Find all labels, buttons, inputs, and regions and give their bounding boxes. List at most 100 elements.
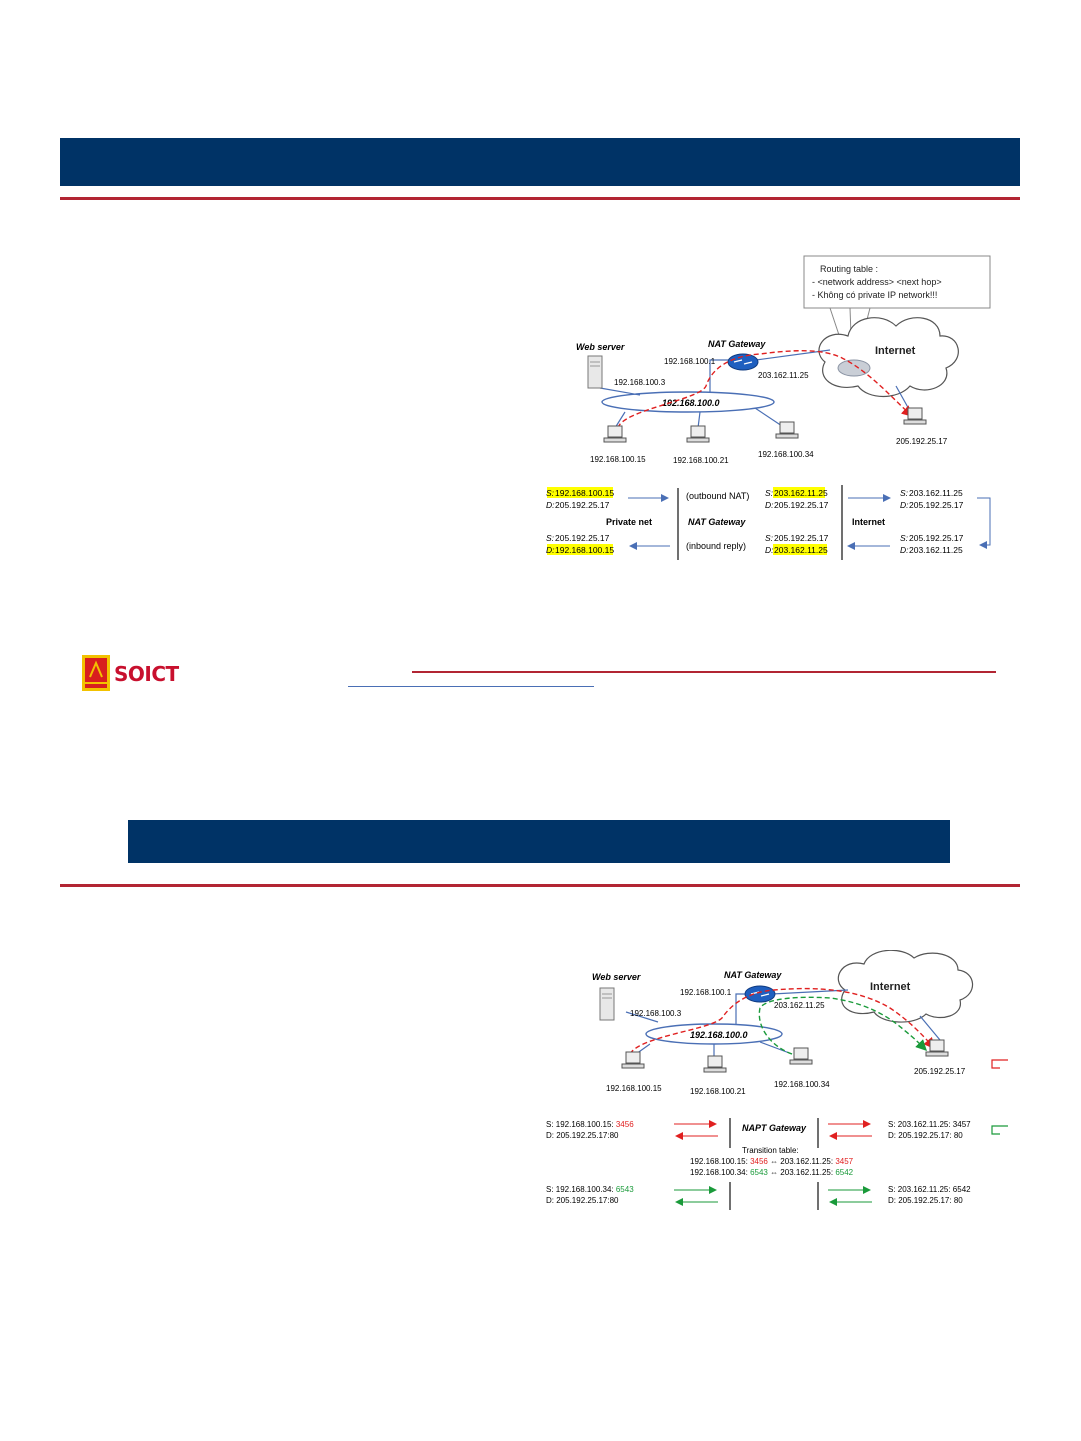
slide2-title-bar — [128, 820, 950, 863]
internet-label: Internet — [875, 345, 916, 357]
svg-text:S: 192.168.100.34: 6543: S: 192.168.100.34: 6543 — [546, 1185, 634, 1194]
soict-logo: SOICT — [82, 655, 192, 691]
r2-d: D: 205.192.25.17:80 — [546, 1196, 619, 1205]
d-label: D: — [546, 545, 555, 555]
svg-text:S: 192.168.100.15: 3456: S: 192.168.100.15: 3456 — [546, 1120, 634, 1129]
host-icon — [703, 1055, 727, 1073]
host2-label: 192.168.100.21 — [673, 456, 729, 465]
d-label: D: — [765, 500, 774, 510]
internet-cloud: Internet — [818, 317, 959, 397]
web-server-icon — [587, 355, 603, 389]
private-net-label: Private net — [606, 517, 652, 527]
logo-text: SOICT — [114, 662, 179, 686]
r1-right-d: D: 205.192.25.17: 80 — [888, 1131, 963, 1140]
r2-right-d: D: 205.192.25.17: 80 — [888, 1196, 963, 1205]
s-label: S: — [765, 488, 774, 498]
t1-a: 192.168.100.15: — [690, 1157, 750, 1166]
t2-a: 192.168.100.34: — [690, 1168, 750, 1177]
callout-line2: - <network address> <next hop> — [812, 277, 942, 287]
web-server-icon — [599, 987, 615, 1021]
t1-a-port: 3456 — [750, 1157, 768, 1166]
s-label: S: — [765, 533, 774, 543]
r2-s: S: 192.168.100.34: — [546, 1185, 616, 1194]
d-label: D: — [900, 500, 909, 510]
transition-title: Transition table: — [742, 1146, 799, 1155]
nat-gateway-label: NAT Gateway — [708, 339, 766, 349]
inbound-label: (inbound reply) — [686, 541, 746, 551]
nat-gateway-label: NAT Gateway — [724, 970, 782, 980]
remote-label: 205.192.25.17 — [896, 437, 948, 446]
host3-label: 192.168.100.34 — [774, 1080, 830, 1089]
gw-inside-label: 192.168.100.1 — [680, 988, 732, 997]
slide1-divider — [60, 197, 1020, 200]
footer-rule — [412, 671, 996, 673]
in-right-s: 205.192.25.17 — [909, 533, 964, 543]
nat-translation-table: S: 192.168.100.15 D: 205.192.25.17 (outb… — [546, 485, 991, 560]
host2-label: 192.168.100.21 — [690, 1087, 746, 1096]
host1-label: 192.168.100.15 — [606, 1084, 662, 1093]
napt-gateway-label: NAPT Gateway — [742, 1123, 807, 1133]
remote-host-icon — [903, 407, 927, 425]
gw-inside-label: 192.168.100.1 — [664, 357, 716, 366]
web-server-label: Web server — [592, 972, 641, 982]
s-label: S: — [900, 533, 909, 543]
logo-emblem-icon — [82, 655, 110, 691]
return-arrow-icon — [991, 1125, 1008, 1135]
napt-green-flow — [758, 996, 927, 1055]
r1-right-s: S: 203.162.11.25: 3457 — [888, 1120, 971, 1129]
d-label: D: — [546, 500, 555, 510]
in-mid-s: 205.192.25.17 — [774, 533, 829, 543]
remote-host-icon — [925, 1039, 949, 1057]
napt-diagram: Internet Web server 192.168.100.3 NAT Ga… — [546, 950, 1008, 1210]
web-server-label: Web server — [576, 342, 625, 352]
out-right-s: 203.162.11.25 — [909, 488, 963, 498]
internet-label: Internet — [870, 981, 911, 993]
gw-outside-label: 203.162.11.25 — [758, 371, 809, 380]
subnet-label: 192.168.100.0 — [690, 1030, 748, 1040]
r2-right-s: S: 203.162.11.25: 6542 — [888, 1185, 971, 1194]
napt-red-flow — [629, 987, 935, 1055]
in-mid-d: 203.162.11.25 — [774, 545, 828, 555]
r1-d: D: 205.192.25.17:80 — [546, 1131, 619, 1140]
t1-b-port: 3457 — [835, 1157, 853, 1166]
r2-s-port: 6543 — [616, 1185, 634, 1194]
t1-b: ⇔ 203.162.11.25: — [768, 1157, 835, 1166]
nat-flow-path — [617, 350, 914, 429]
s-label: S: — [546, 488, 555, 498]
routing-callout: Routing table : - <network address> <nex… — [803, 255, 991, 363]
napt-router-icon — [744, 985, 776, 1003]
out-mid-s: 203.162.11.25 — [774, 488, 828, 498]
host-icon — [789, 1047, 813, 1065]
lan-ellipse — [601, 391, 775, 413]
out-mid-d: 205.192.25.17 — [774, 500, 829, 510]
out-left-d: 205.192.25.17 — [555, 500, 610, 510]
return-arrow-icon — [991, 1059, 1008, 1069]
slide2-divider — [60, 884, 1020, 887]
remote-label: 205.192.25.17 — [914, 1067, 966, 1076]
footer-link-underline[interactable] — [348, 686, 594, 687]
s-label: S: — [546, 533, 555, 543]
host-icon — [686, 425, 710, 443]
nat-diagram: Routing table : - <network address> <nex… — [546, 255, 991, 560]
in-right-d: 203.162.11.25 — [909, 545, 963, 555]
callout-line3: - Không có private IP network!!! — [812, 290, 937, 300]
cloud-router-icon — [837, 359, 871, 377]
internet-table-label: Internet — [852, 517, 885, 527]
slide1-title-bar — [60, 138, 1020, 186]
r1-s-port: 3456 — [616, 1120, 634, 1129]
host1-label: 192.168.100.15 — [590, 455, 646, 464]
svg-text:192.168.100.15: 3456 ⇔ 203.162: 192.168.100.15: 3456 ⇔ 203.162.11.25: 34… — [690, 1157, 854, 1166]
in-left-s: 205.192.25.17 — [555, 533, 610, 543]
host-icon — [603, 425, 627, 443]
host-icon — [775, 421, 799, 439]
s-label: S: — [900, 488, 909, 498]
in-left-d: 192.168.100.15 — [555, 545, 614, 555]
d-label: D: — [765, 545, 774, 555]
out-right-d: 205.192.25.17 — [909, 500, 964, 510]
subnet-label: 192.168.100.0 — [662, 398, 720, 408]
t2-a-port: 6543 — [750, 1168, 768, 1177]
d-label: D: — [900, 545, 909, 555]
r1-s: S: 192.168.100.15: — [546, 1120, 616, 1129]
server-ip-label: 192.168.100.3 — [630, 1009, 682, 1018]
host3-label: 192.168.100.34 — [758, 450, 814, 459]
